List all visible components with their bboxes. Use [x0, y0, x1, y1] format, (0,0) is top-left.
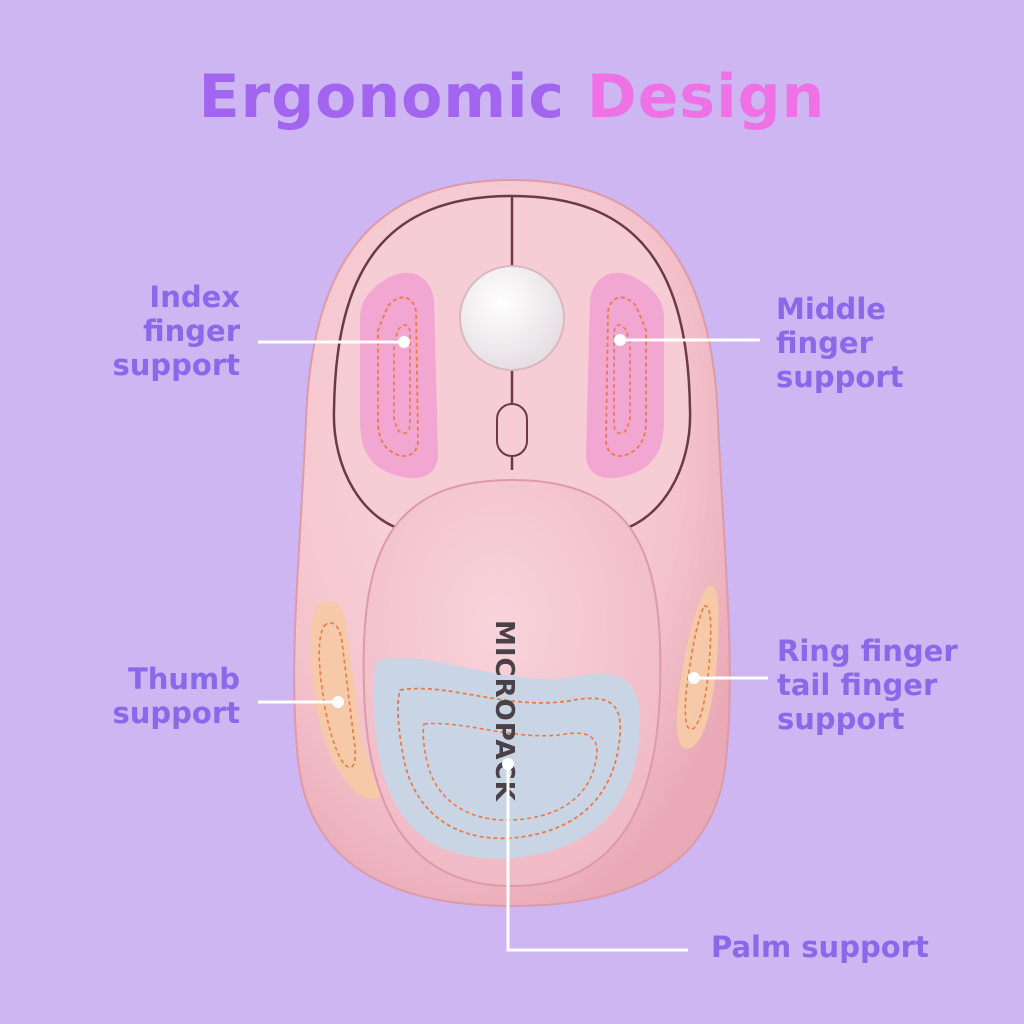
index-finger-zone: [360, 272, 439, 479]
mode-button: [496, 403, 528, 457]
label-ring-finger-support: Ring finger tail finger support: [777, 634, 1017, 736]
label-index-finger-support: Index finger support: [60, 280, 240, 382]
middle-finger-zone: [585, 272, 664, 479]
label-palm-support: Palm support: [711, 930, 1011, 964]
label-line: support: [112, 696, 240, 730]
ring-finger-zone: [676, 585, 719, 749]
ring-pointer-dot: [688, 672, 700, 684]
label-line: tail finger: [777, 668, 938, 702]
headline-word-ergonomic: Ergonomic: [198, 62, 565, 132]
label-line: Index: [149, 280, 240, 314]
scroll-wheel: [459, 265, 565, 371]
palm-pointer-dot: [502, 758, 514, 770]
label-thumb-support: Thumb support: [60, 662, 240, 730]
headline-word-design: Design: [586, 62, 826, 132]
label-line: Ring finger: [777, 634, 958, 668]
label-middle-finger-support: Middle finger support: [776, 292, 1016, 394]
thumb-pointer-dot: [332, 696, 344, 708]
label-line: Middle: [776, 292, 886, 326]
index-pointer-dot: [398, 336, 410, 348]
label-line: finger: [776, 326, 873, 360]
brand-logo: MICROPACK: [489, 620, 519, 802]
headline: Ergonomic Design: [0, 58, 1024, 136]
label-line: support: [777, 702, 905, 736]
middle-pointer-dot: [614, 334, 626, 346]
label-line: support: [112, 348, 240, 382]
label-line: Thumb: [127, 662, 240, 696]
pointer-lines: [258, 338, 768, 952]
thumb-zone: [311, 600, 380, 799]
label-line: support: [776, 360, 904, 394]
palm-zone: [372, 657, 640, 859]
label-line: Palm support: [711, 930, 929, 964]
label-line: finger: [143, 314, 240, 348]
